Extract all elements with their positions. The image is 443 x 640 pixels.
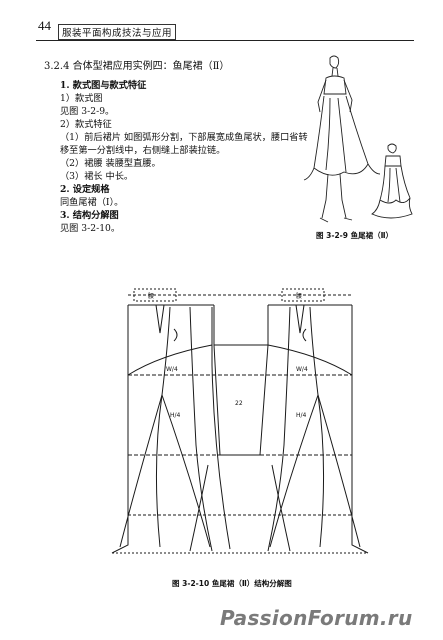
figure-caption-main: 图 3-2-10 鱼尾裙（Ⅱ）结构分解图: [172, 579, 292, 588]
header-rule: [36, 40, 414, 41]
paragraph-panels: （1）前后裙片 如图弧形分割，下部展宽成鱼尾状，腰口省转移至第一分割线中，右侧缝…: [60, 132, 308, 156]
heading-style: 1. 款式图与款式特征: [60, 80, 147, 91]
pattern-draft: 腰 腰 W/4 W/4 H/4 H/4 22: [111, 288, 369, 554]
heading-pattern: 3. 结构分解图: [60, 210, 119, 221]
paragraph-waistband: （2）裙腰 装腰型直腰。: [60, 158, 161, 169]
page-number: 44: [38, 18, 51, 33]
label-h4-right: H/4: [296, 412, 307, 419]
spec-text: 同鱼尾裙（Ⅰ）。: [60, 197, 124, 208]
figure-reference: 见图 3-2-9。: [60, 106, 115, 117]
watermark: PassionForum.ru: [220, 606, 413, 630]
body-text: 3.2.4 合体型裙应用实例四：鱼尾裙（Ⅱ） 1. 款式图与款式特征 1）款式图…: [44, 60, 308, 235]
label-h4-left: H/4: [170, 412, 181, 419]
fashion-sketch: [303, 55, 413, 223]
running-title: 服装平面构成技法与应用: [58, 24, 177, 40]
paragraph-length: （3）裙长 中长。: [60, 171, 134, 182]
label-w4-left: W/4: [166, 366, 178, 373]
label-dimension: 22: [235, 400, 243, 407]
sub-heading-features: 2）款式特征: [60, 119, 112, 130]
label-waistband-right: 腰: [296, 293, 302, 300]
heading-spec: 2. 设定规格: [60, 184, 110, 195]
label-waistband-left: 腰: [148, 293, 154, 300]
label-w4-right: W/4: [296, 366, 308, 373]
sub-heading-sketch: 1）款式图: [60, 93, 103, 104]
pattern-reference: 见图 3-2-10。: [60, 223, 121, 234]
section-heading: 3.2.4 合体型裙应用实例四：鱼尾裙（Ⅱ）: [44, 61, 230, 72]
figure-caption-small: 图 3-2-9 鱼尾裙（Ⅱ）: [316, 231, 394, 240]
